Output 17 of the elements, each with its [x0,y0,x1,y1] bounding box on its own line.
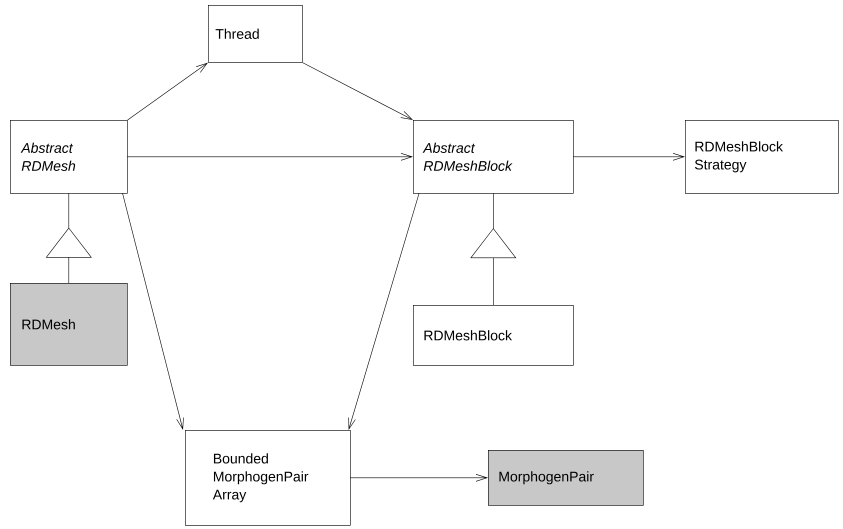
class-box: Bounded MorphogenPair Array [185,430,351,526]
arrow [127,62,208,120]
arrow [302,62,413,120]
inheritance-arrow [470,193,516,306]
class-box: RDMesh [10,283,128,366]
class-box: Abstract RDMeshBlock [413,120,574,194]
class-box: Thread [208,5,303,63]
arrow [350,474,488,482]
arrow [127,153,413,161]
class-box: RDMeshBlock Strategy [685,120,839,194]
arrow [573,153,685,161]
class-box: Abstract RDMesh [10,120,128,194]
inheritance-arrow [46,193,92,284]
class-box: MorphogenPair [488,450,644,506]
arrow [348,193,420,430]
class-box: RDMeshBlock [413,305,574,366]
arrow [122,193,184,430]
